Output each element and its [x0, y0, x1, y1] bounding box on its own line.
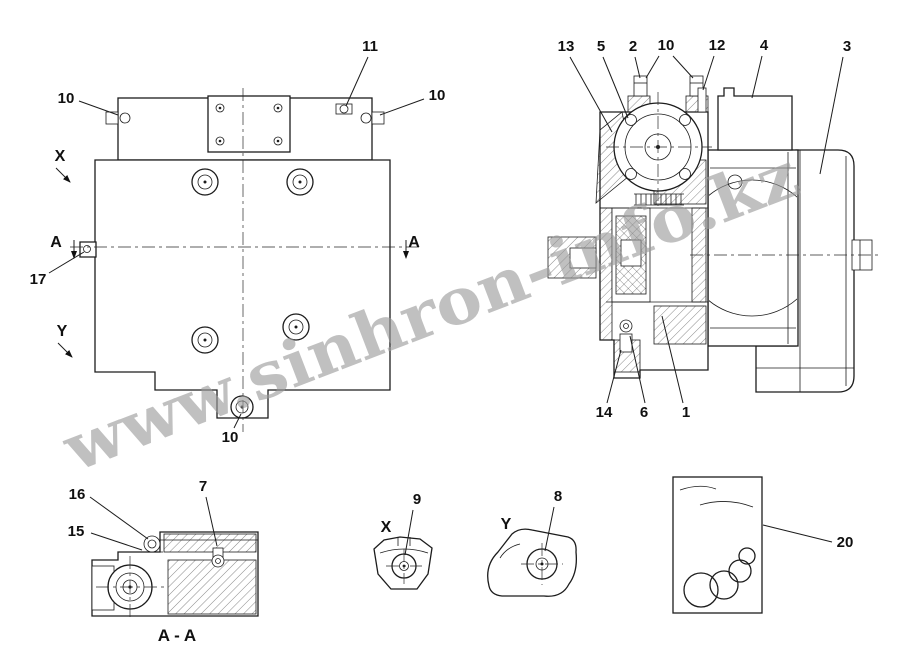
parts-bag [672, 476, 763, 614]
detail-y-outline [487, 528, 577, 597]
leader-line-7 [205, 496, 218, 547]
section-aa-annotations: 16 15 7 A - A [68, 478, 218, 645]
callout-10: 10 [658, 37, 675, 54]
callout-11: 11 [362, 38, 378, 55]
leader-line-11 [345, 56, 369, 107]
leader-line-16 [89, 496, 149, 540]
view-arrow-x [55, 167, 71, 183]
front-plate-bolt-11 [335, 103, 353, 115]
leader-line-2 [634, 56, 641, 79]
detail-y-annotations: Y 8 [501, 488, 562, 552]
side-barrel [707, 149, 799, 347]
front-center-plate-screws [215, 103, 283, 146]
section-title-aa: A - A [158, 626, 196, 645]
section-aa-view [91, 531, 259, 620]
detail-title-y: Y [501, 516, 512, 533]
front-plate-left-bolt [105, 111, 119, 125]
parts-bag-annotations: 20 [762, 524, 854, 551]
side-rear-flange [755, 149, 855, 393]
front-view-annotations: 11 10 10 17 10 X Y A A [30, 38, 446, 446]
side-bottom-fitting [619, 319, 633, 353]
front-socket-bolts [191, 168, 314, 419]
section-marker-a-left: A [50, 234, 62, 251]
leader-line-3 [819, 56, 844, 175]
front-plug-17 [79, 241, 97, 258]
leader-line-6 [629, 335, 646, 404]
callout-5: 5 [597, 38, 605, 55]
view-arrow-label-y: Y [57, 323, 68, 340]
leader-line-12 [702, 55, 715, 91]
callout-10-top-left: 10 [58, 90, 75, 107]
callout-12: 12 [709, 37, 726, 54]
side-spline-teeth [634, 193, 684, 206]
callout-14: 14 [596, 404, 613, 421]
front-center-plate [207, 95, 291, 153]
view-arrow-label-x: X [55, 148, 66, 165]
leader-line-17 [48, 251, 85, 274]
callout-10-bottom: 10 [222, 429, 239, 446]
side-top-cover [717, 87, 793, 151]
detail-x-outline [373, 536, 433, 590]
callout-17: 17 [30, 271, 47, 288]
bag-crease-2 [699, 501, 754, 508]
callout-13: 13 [558, 38, 575, 55]
front-body-outline [94, 159, 391, 419]
leader-line-13 [569, 56, 613, 133]
callout-9: 9 [413, 491, 421, 508]
callout-8: 8 [554, 488, 562, 505]
side-hatch-lower [653, 305, 707, 345]
leader-line-10-left [78, 100, 119, 116]
callout-4: 4 [760, 37, 769, 54]
leader-line-9 [404, 509, 414, 556]
bag-o-rings [683, 547, 756, 608]
callout-3: 3 [843, 38, 851, 55]
side-view-annotations: 13 5 2 10 12 4 3 14 6 1 [558, 37, 852, 421]
leader-line-5 [602, 56, 629, 119]
callout-15: 15 [68, 523, 85, 540]
callout-7: 7 [199, 478, 207, 495]
detail-y-view [487, 528, 577, 597]
leader-line-1 [661, 315, 684, 404]
leader-line-10-right [379, 98, 425, 116]
bag-crease-1 [679, 485, 717, 491]
side-port-block [547, 236, 597, 279]
section-fitting-16 [141, 535, 163, 553]
leader-line-20 [762, 524, 833, 543]
leader-line-4 [751, 55, 763, 99]
side-view [547, 75, 880, 393]
leader-line-10a [645, 55, 660, 79]
detail-x-view [373, 536, 433, 590]
callout-16: 16 [69, 486, 86, 503]
leader-line-8 [544, 506, 555, 552]
section-hatch-body [167, 559, 257, 615]
front-view [70, 88, 422, 432]
detail-title-x: X [381, 519, 392, 536]
leader-line-10-bottom [233, 413, 242, 429]
callout-10-top-right: 10 [429, 87, 446, 104]
leader-line-14 [606, 349, 622, 404]
view-arrow-y [57, 342, 73, 358]
side-top-bolts [633, 75, 707, 113]
leader-line-15 [90, 532, 143, 551]
side-pin-12 [697, 87, 707, 113]
callout-2: 2 [629, 38, 637, 55]
section-hatch-plate [163, 533, 257, 553]
callout-6: 6 [640, 404, 648, 421]
callout-1: 1 [682, 404, 690, 421]
section-stud-7 [211, 547, 225, 568]
section-marker-a-right: A [408, 234, 420, 251]
leader-line-10b [672, 55, 694, 79]
callout-20: 20 [837, 534, 854, 551]
detail-x-annotations: X 9 [381, 491, 421, 556]
